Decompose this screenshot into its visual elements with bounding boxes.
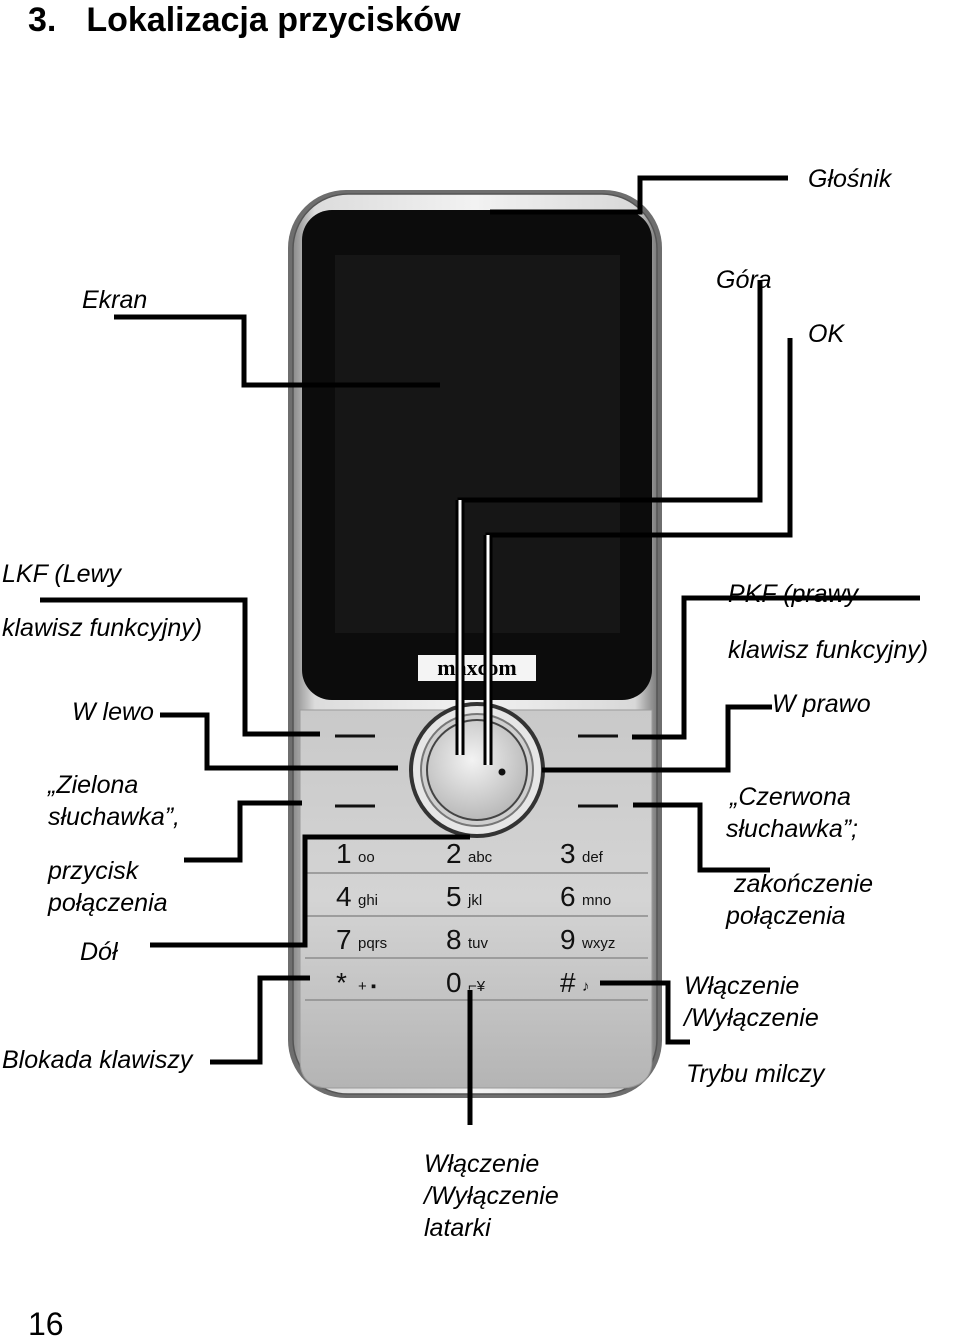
keypad: 1 oo 2 abc 3 def 4 ghi 5 jkl 6 mno 7 pqrs 8 tuv 9 wxyz * + … xyxy=(336,838,615,998)
label-lkf-2: klawisz funkcyjny) xyxy=(2,614,203,642)
key-digit: 2 xyxy=(446,838,462,869)
label-czerwona-2: słuchawka”; xyxy=(726,815,858,843)
label-lkf-1: LKF (Lewy xyxy=(2,560,122,588)
phone-screen xyxy=(302,210,652,700)
label-dol: Dół xyxy=(80,938,118,966)
key-letters: ♪ xyxy=(582,978,590,995)
key-digit: 7 xyxy=(336,924,352,955)
label-latarka-3: latarki xyxy=(424,1214,491,1242)
label-czerwona-4: połączenia xyxy=(726,902,846,930)
key-digit: 1 xyxy=(336,838,352,869)
key-digit: * xyxy=(336,967,347,998)
key-8[interactable]: 8 tuv xyxy=(446,924,489,955)
key-letters: ⌐¥ xyxy=(468,978,486,995)
key-7[interactable]: 7 pqrs xyxy=(336,924,387,955)
brand-text: maxcom xyxy=(437,655,516,680)
key-letters: tuv xyxy=(468,935,489,952)
key-digit: 4 xyxy=(336,881,352,912)
key-5[interactable]: 5 jkl xyxy=(446,881,482,912)
label-cichy-3: Trybu milczy xyxy=(686,1060,825,1088)
label-w-prawo: W prawo xyxy=(772,690,871,718)
key-letters: jkl xyxy=(467,892,482,909)
label-czerwona-1: „Czerwona xyxy=(730,783,851,811)
label-blokada: Blokada klawiszy xyxy=(2,1046,193,1074)
label-ok: OK xyxy=(808,320,845,348)
label-zielona-1: „Zielona xyxy=(48,771,139,799)
label-cichy-2: /Wyłączenie xyxy=(684,1004,819,1032)
brand-logo: maxcom xyxy=(418,655,536,681)
key-3[interactable]: 3 def xyxy=(560,838,604,869)
label-gora: Góra xyxy=(716,266,772,294)
key-6[interactable]: 6 mno xyxy=(560,881,611,912)
section-number: 3. xyxy=(28,1,57,39)
label-pkf-2: klawisz funkcyjny) xyxy=(728,636,929,664)
key-letters: mno xyxy=(582,892,611,909)
key-2[interactable]: 2 abc xyxy=(446,838,493,869)
label-w-lewo: W lewo xyxy=(72,698,154,726)
softkey-marks xyxy=(335,734,618,808)
label-ekran: Ekran xyxy=(82,286,148,314)
label-latarka-2: /Wyłączenie xyxy=(424,1182,559,1210)
key-digit: 8 xyxy=(446,924,462,955)
key-letters: abc xyxy=(468,849,493,866)
label-zielona-2: słuchawka”, xyxy=(48,803,180,831)
key-digit: 6 xyxy=(560,881,576,912)
key-digit: 5 xyxy=(446,881,462,912)
label-glosnik: Głośnik xyxy=(808,165,892,193)
key-star[interactable]: * + ▪ xyxy=(336,967,376,998)
speaker-slot xyxy=(430,218,522,233)
label-czerwona-3: zakończenie xyxy=(734,870,873,898)
page-number: 16 xyxy=(28,1306,64,1342)
key-hash[interactable]: #♪ xyxy=(560,967,590,998)
key-letters: + ▪ xyxy=(358,978,376,995)
key-digit: # xyxy=(560,967,576,998)
key-letters: pqrs xyxy=(358,935,387,952)
section-heading: 3. Lokalizacja przycisków xyxy=(28,0,461,40)
key-letters: def xyxy=(582,849,604,866)
key-letters: ghi xyxy=(358,892,378,909)
key-0[interactable]: 0 ⌐¥ xyxy=(446,967,486,998)
section-title: Lokalizacja przycisków xyxy=(86,1,461,39)
key-1[interactable]: 1 oo xyxy=(336,838,375,869)
key-letters: wxyz xyxy=(581,935,615,952)
key-9[interactable]: 9 wxyz xyxy=(560,924,615,955)
key-4[interactable]: 4 ghi xyxy=(336,881,378,912)
label-cichy-1: Włączenie xyxy=(684,972,800,1000)
nav-key[interactable] xyxy=(409,702,545,838)
phone-body xyxy=(288,190,662,1098)
label-pkf-1: PKF (prawy xyxy=(728,580,859,608)
keypad-rows xyxy=(305,872,648,1001)
key-letters: oo xyxy=(358,849,375,866)
key-digit: 3 xyxy=(560,838,576,869)
key-digit: 0 xyxy=(446,967,462,998)
label-latarka-1: Włączenie xyxy=(424,1150,540,1178)
label-zielona-4: połączenia xyxy=(48,889,168,917)
label-zielona-3: przycisk xyxy=(48,857,139,885)
key-digit: 9 xyxy=(560,924,576,955)
